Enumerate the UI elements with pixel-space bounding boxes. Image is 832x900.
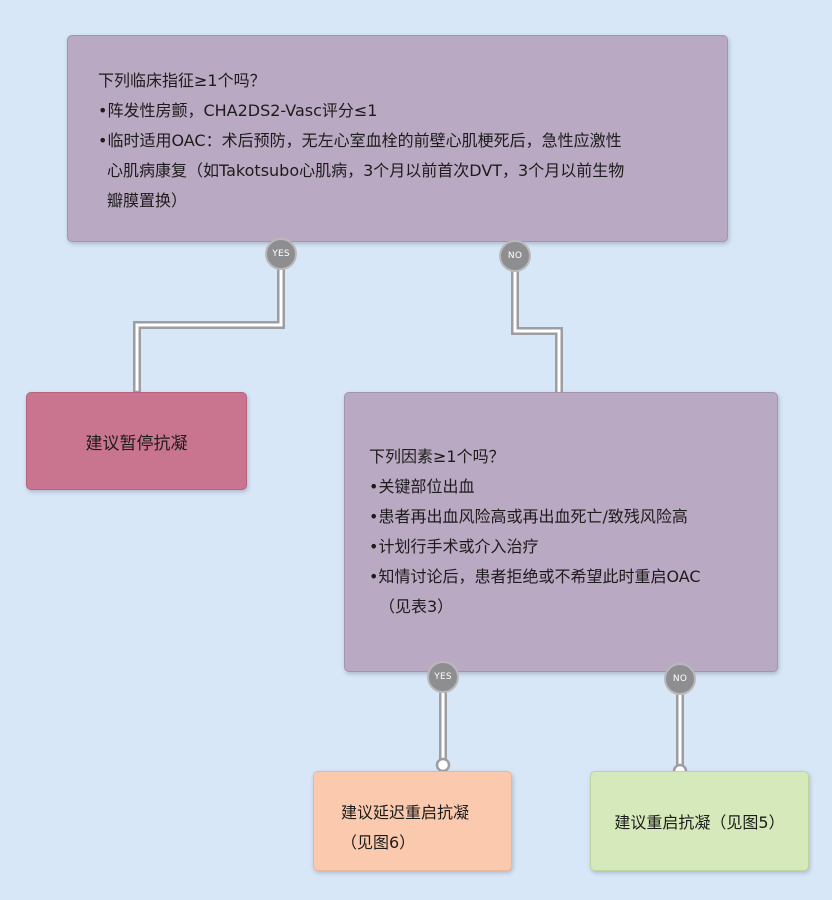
question2-line-3: •患者再出血风险高或再出血死亡/致残风险高 <box>369 507 688 526</box>
question-box-2: 下列因素≥1个吗？ •关键部位出血 •患者再出血风险高或再出血死亡/致残风险高 … <box>344 392 778 672</box>
question2-line-4: •计划行手术或介入治疗 <box>369 537 539 556</box>
question2-line-5: •知情讨论后，患者拒绝或不希望此时重启OAC <box>369 567 701 586</box>
question1-line-5: 瓣膜置换） <box>107 191 188 210</box>
no-badge-q1: NO <box>499 240 531 272</box>
question-box-1: 下列临床指征≥1个吗？ •阵发性房颤，CHA2DS2-Vasc评分≤1 •临时适… <box>67 35 728 242</box>
question2-line-2: •关键部位出血 <box>369 477 475 496</box>
delay-box-line-2: （见图6） <box>341 833 416 852</box>
yes-badge-q2: YES <box>427 661 459 693</box>
connector-end-delay <box>435 757 451 773</box>
restart-anticoagulation-box: 建议重启抗凝（见图5） <box>590 771 809 871</box>
restart-box-text: 建议重启抗凝（见图5） <box>614 813 785 832</box>
question1-line-2: •阵发性房颤，CHA2DS2-Vasc评分≤1 <box>98 101 378 120</box>
yes-badge-q1: YES <box>265 238 297 270</box>
question2-line-6: （见表3） <box>379 597 454 616</box>
connector-q1-no <box>511 256 563 392</box>
no-badge-q2: NO <box>664 663 696 695</box>
pause-anticoagulation-box: 建议暂停抗凝 <box>26 392 247 490</box>
question1-line-3: •临时适用OAC：术后预防，无左心室血栓的前壁心肌梗死后，急性应激性 <box>98 131 622 150</box>
delay-restart-box: 建议延迟重启抗凝 （见图6） <box>313 771 512 871</box>
question2-line-1: 下列因素≥1个吗？ <box>369 447 505 466</box>
question1-line-1: 下列临床指征≥1个吗？ <box>98 71 266 90</box>
question1-line-4: 心肌病康复（如Takotsubo心肌病，3个月以前首次DVT，3个月以前生物 <box>107 161 625 180</box>
pause-box-text: 建议暂停抗凝 <box>85 433 188 454</box>
delay-box-line-1: 建议延迟重启抗凝 <box>341 803 470 822</box>
